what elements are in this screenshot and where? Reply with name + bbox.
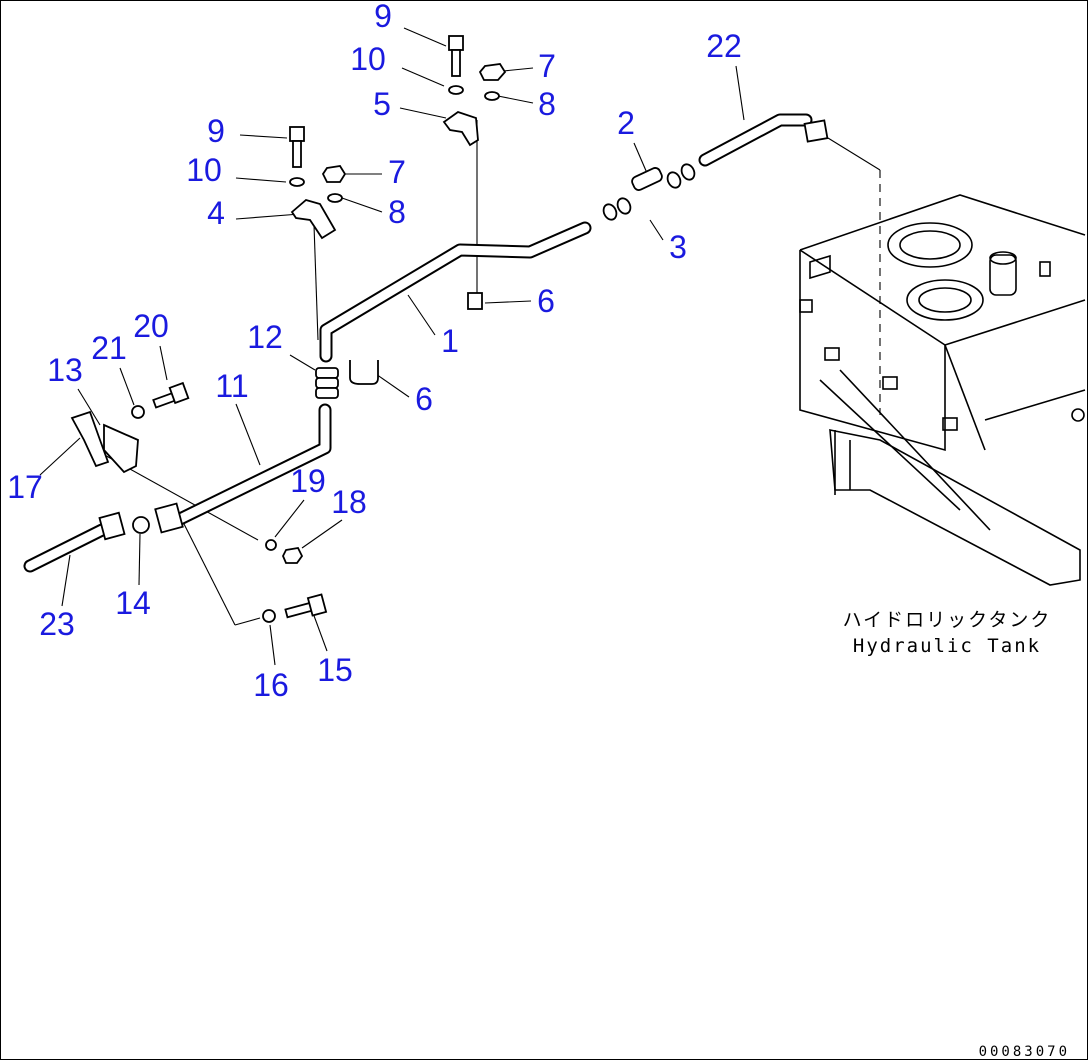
pipe-1: [319, 221, 592, 363]
nut-18: [282, 547, 304, 564]
pipe-11: [171, 403, 332, 527]
u-clip-6-lower: [349, 360, 379, 385]
bolt-9-upper: [448, 35, 464, 77]
bolt-20: [152, 381, 190, 409]
washer-21: [131, 405, 145, 419]
nut-7-lower: [321, 165, 347, 183]
callout-10: 10: [186, 152, 222, 188]
callout-20: 20: [133, 308, 169, 344]
callout-21: 21: [91, 330, 127, 366]
tank-label-english: Hydraulic Tank: [853, 635, 1041, 657]
callout-2: 2: [617, 105, 635, 141]
washer-16: [262, 609, 276, 623]
callout-6: 6: [415, 381, 433, 417]
callout-23: 23: [39, 606, 75, 642]
pipe-23: [23, 511, 126, 573]
hydraulic-tank: [799, 194, 1086, 586]
callout-3: 3: [669, 229, 687, 265]
callout-13: 13: [47, 352, 83, 388]
callout-19: 19: [290, 463, 326, 499]
bolt-9-lower: [289, 126, 305, 168]
callout-16: 16: [253, 667, 289, 703]
callout-8: 8: [538, 86, 556, 122]
callout-14: 14: [115, 585, 151, 621]
callout-11: 11: [215, 368, 248, 404]
callout-15: 15: [317, 652, 353, 688]
leader-lines: [39, 27, 881, 666]
callout-6: 6: [537, 283, 555, 319]
hose-12: [315, 367, 339, 399]
callout-9: 9: [374, 0, 392, 34]
clip-6-upper: [467, 292, 483, 310]
callout-7: 7: [538, 48, 556, 84]
clamp-4: [290, 199, 337, 240]
drawing-code: 00083070: [979, 1044, 1070, 1060]
callout-7: 7: [388, 154, 406, 190]
callout-12: 12: [247, 319, 283, 355]
flange-11: [154, 502, 184, 534]
callout-1: 1: [441, 323, 459, 359]
washer-8-lower: [327, 193, 343, 203]
callout-22: 22: [706, 28, 742, 64]
clamp-5: [442, 111, 479, 147]
callout-9: 9: [207, 113, 225, 149]
washer-19: [265, 539, 277, 551]
nut-7-upper: [478, 63, 507, 81]
callout-17: 17: [7, 469, 43, 505]
callout-8: 8: [388, 194, 406, 230]
hose-2-coupling: [602, 163, 696, 221]
callout-10: 10: [350, 41, 386, 77]
washer-8-upper: [484, 91, 500, 101]
washer-10-lower: [289, 177, 305, 187]
pipe-22: [698, 113, 829, 167]
callout-18: 18: [331, 484, 367, 520]
washer-10-upper: [448, 85, 464, 95]
tank-label-japanese: ハイドロリックタンク: [843, 609, 1052, 631]
bolt-15: [284, 593, 328, 619]
callout-4: 4: [207, 195, 225, 231]
o-ring-14: [132, 516, 150, 534]
callout-5: 5: [373, 86, 391, 122]
bracket-13: [70, 410, 139, 474]
